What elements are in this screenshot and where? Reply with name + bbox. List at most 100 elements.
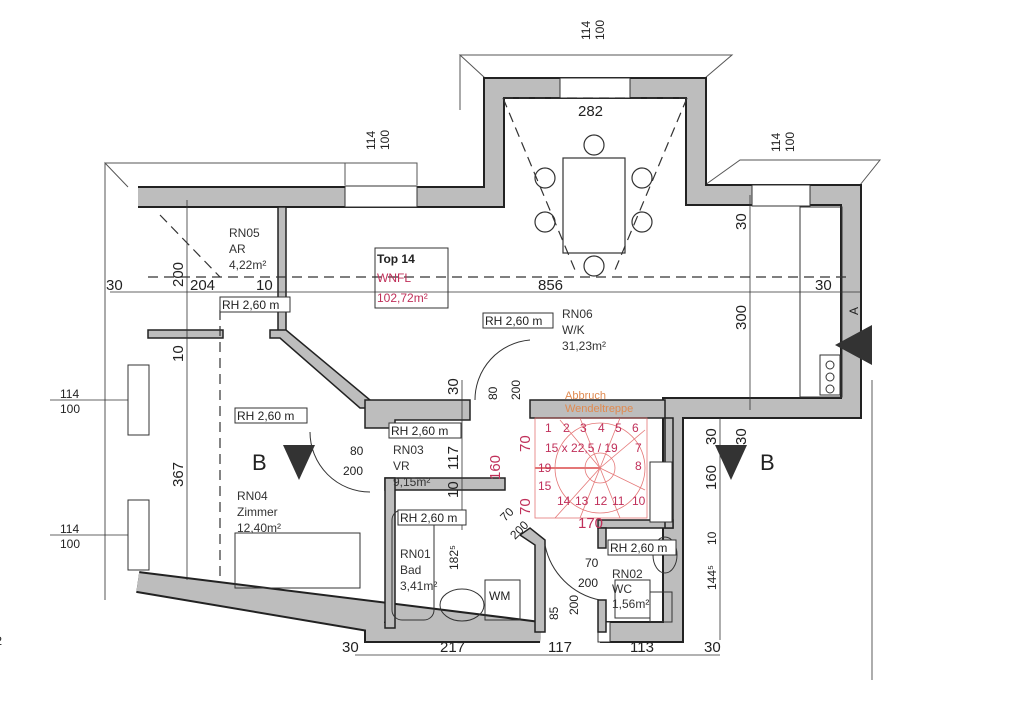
dim-70: 70 bbox=[497, 505, 517, 525]
washbasin bbox=[439, 588, 485, 622]
dim-200: 200 bbox=[343, 464, 363, 478]
dim-30: 30 bbox=[733, 213, 750, 230]
page-fragment: /2 bbox=[0, 634, 2, 648]
stair-step-10: 10 bbox=[632, 494, 646, 508]
section-label-b-left: B bbox=[252, 450, 267, 475]
kitchen-counter bbox=[799, 206, 843, 398]
dim-30: 30 bbox=[445, 378, 462, 395]
demolition-label-2: Wendeltreppe bbox=[565, 403, 633, 415]
room-height-rn06: RH 2,60 m bbox=[485, 314, 542, 328]
wnfl-label: WNFL bbox=[377, 271, 411, 285]
svg-text:4,22m²: 4,22m² bbox=[229, 258, 266, 272]
stair-step-1: 1 bbox=[545, 421, 552, 435]
section-marker-left bbox=[283, 445, 315, 480]
stair-step-3: 3 bbox=[580, 421, 587, 435]
dim-left-window-width: 114 bbox=[364, 131, 378, 150]
svg-text:VR: VR bbox=[393, 459, 410, 473]
dashed-lines bbox=[148, 97, 851, 582]
dim-top-window-height: 100 bbox=[593, 20, 607, 40]
section-marker-a bbox=[835, 325, 872, 365]
dimension-lines bbox=[50, 195, 873, 680]
dim-win2-height: 100 bbox=[60, 537, 80, 551]
dim-10: 10 bbox=[445, 481, 462, 498]
svg-text:WC: WC bbox=[612, 582, 632, 596]
room-rn04: RN04 Zimmer 12,40m² bbox=[237, 489, 281, 535]
washer-box bbox=[484, 579, 521, 621]
svg-text:RN04: RN04 bbox=[237, 489, 268, 503]
stair-step-11: 11 bbox=[612, 494, 625, 508]
dim-160: 160 bbox=[487, 455, 504, 480]
roof-outline bbox=[104, 54, 882, 600]
room-height-rn02: RH 2,60 m bbox=[610, 541, 667, 555]
washer-label: WM bbox=[489, 589, 510, 603]
stair-step-4: 4 bbox=[598, 421, 605, 435]
dim-win1-width: 114 bbox=[60, 387, 79, 401]
dim-204: 204 bbox=[190, 277, 215, 294]
dim-160: 160 bbox=[703, 465, 720, 490]
dim-right-window-width: 114 bbox=[769, 133, 783, 152]
dim-80: 80 bbox=[350, 444, 364, 458]
dim-113: 113 bbox=[630, 639, 654, 656]
dim-10: 10 bbox=[256, 277, 273, 294]
dim-win2-width: 114 bbox=[60, 522, 79, 536]
dim-282: 282 bbox=[578, 103, 603, 120]
dim-win1-height: 100 bbox=[60, 402, 80, 416]
dim-117: 117 bbox=[445, 446, 462, 470]
room-height-rn03: RH 2,60 m bbox=[391, 424, 448, 438]
svg-text:9,15m²: 9,15m² bbox=[393, 475, 430, 489]
room-rn02: RN02 WC 1,56m² bbox=[612, 567, 649, 611]
svg-text:31,23m²: 31,23m² bbox=[562, 339, 606, 353]
dim-367: 367 bbox=[170, 462, 187, 487]
dim-70: 70 bbox=[517, 435, 534, 452]
dim-10: 10 bbox=[705, 531, 719, 545]
dining-table bbox=[534, 134, 653, 277]
section-marker-right bbox=[715, 445, 747, 480]
dim-80: 80 bbox=[486, 386, 500, 400]
dim-85: 85 bbox=[547, 606, 561, 620]
demolition-label: Abbruch bbox=[565, 390, 606, 402]
stair-step-6: 6 bbox=[632, 421, 639, 435]
bed bbox=[234, 532, 361, 589]
dim-70: 70 bbox=[517, 498, 534, 515]
dim-170: 170 bbox=[578, 515, 603, 532]
stair-step-8: 8 bbox=[635, 459, 642, 473]
dim-30: 30 bbox=[733, 428, 750, 445]
stair-step-2: 2 bbox=[563, 421, 570, 435]
stair-step-13: 13 bbox=[575, 494, 589, 508]
dim-856: 856 bbox=[538, 277, 563, 294]
dim-left-window-height: 100 bbox=[378, 130, 392, 150]
dim-70: 70 bbox=[585, 556, 599, 570]
spiral-stair bbox=[534, 417, 648, 519]
svg-text:RN06: RN06 bbox=[562, 307, 593, 321]
stair-step-7: 7 bbox=[635, 441, 642, 455]
dim-200: 200 bbox=[567, 595, 581, 615]
dim-200: 200 bbox=[509, 380, 523, 400]
dim-30: 30 bbox=[703, 428, 720, 445]
svg-text:1,56m²: 1,56m² bbox=[612, 597, 649, 611]
room-rn06: RN06 W/K 31,23m² bbox=[562, 307, 606, 353]
svg-text:RN01: RN01 bbox=[400, 547, 431, 561]
svg-text:Bad: Bad bbox=[400, 563, 421, 577]
room-rn03: RN03 VR 9,15m² bbox=[393, 443, 430, 489]
interior-walls bbox=[147, 206, 674, 633]
svg-text:RN03: RN03 bbox=[393, 443, 424, 457]
stair-step-14: 14 bbox=[557, 494, 571, 508]
dim-217: 217 bbox=[440, 639, 465, 656]
svg-text:AR: AR bbox=[229, 242, 246, 256]
stair-step-15: 15 bbox=[538, 479, 552, 493]
stair-step-12: 12 bbox=[594, 494, 608, 508]
room-height-rn05: RH 2,60 m bbox=[222, 298, 279, 312]
stair-label: 15 x 22,5 / 19 bbox=[545, 441, 618, 455]
room-rn01: RN01 Bad 3,41m² bbox=[400, 547, 437, 593]
svg-text:Zimmer: Zimmer bbox=[237, 505, 278, 519]
section-label-a: A bbox=[847, 307, 861, 315]
top-label-box bbox=[374, 247, 449, 309]
dim-200: 200 bbox=[170, 262, 187, 287]
top-label: Top 14 bbox=[377, 252, 415, 266]
svg-text:RN05: RN05 bbox=[229, 226, 260, 240]
dim-top-window-width: 114 bbox=[579, 21, 593, 40]
section-label-b-right: B bbox=[760, 450, 775, 475]
svg-text:W/K: W/K bbox=[562, 323, 585, 337]
dim-30: 30 bbox=[815, 277, 832, 294]
room-height-rn04: RH 2,60 m bbox=[237, 409, 294, 423]
